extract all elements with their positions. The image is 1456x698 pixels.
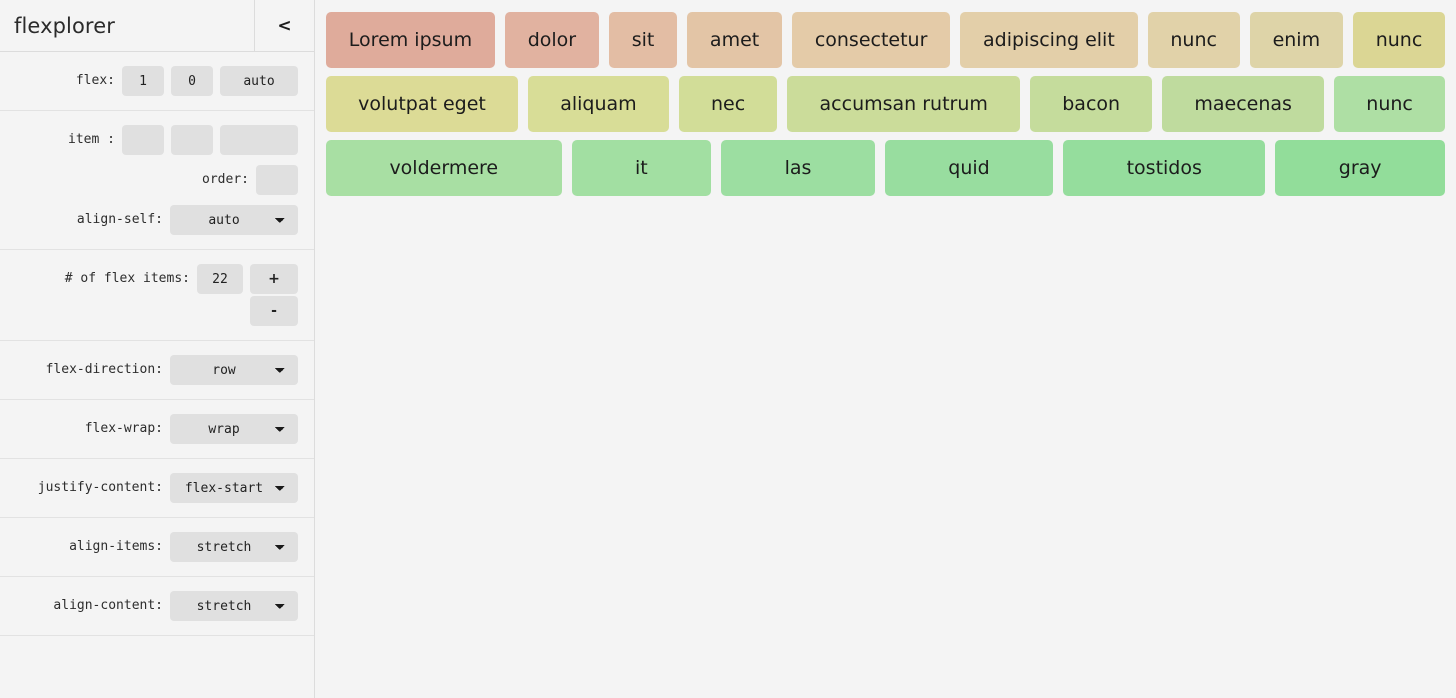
flex-label: flex: xyxy=(75,73,115,88)
flex-item[interactable]: sit xyxy=(608,12,678,68)
flex-item[interactable]: volutpat eget xyxy=(326,76,519,132)
flex-item[interactable]: amet xyxy=(687,12,783,68)
item-count-label: # of flex items: xyxy=(64,271,190,286)
flex-item[interactable]: dolor xyxy=(504,12,599,68)
flex-item[interactable]: adipiscing elit xyxy=(960,12,1138,68)
section-flex-direction: flex-direction: row xyxy=(0,341,314,400)
flex-wrap-row: flex-wrap: wrap xyxy=(0,409,298,449)
item-count-row: # of flex items: + - xyxy=(0,259,298,331)
flex-item[interactable]: enim xyxy=(1249,12,1343,68)
align-self-label: align-self: xyxy=(76,212,163,227)
flex-wrap-label: flex-wrap: xyxy=(84,421,163,436)
flex-item[interactable]: accumsan rutrum xyxy=(787,76,1021,132)
justify-content-label: justify-content: xyxy=(37,480,163,495)
section-justify-content: justify-content: flex-start xyxy=(0,459,314,518)
section-item-count: # of flex items: + - xyxy=(0,250,314,341)
section-flex-shorthand: flex: xyxy=(0,52,314,111)
flex-direction-row: flex-direction: row xyxy=(0,350,298,390)
flex-item[interactable]: consectetur xyxy=(792,12,951,68)
flex-item[interactable]: las xyxy=(721,140,875,196)
control-sidebar: flexplorer < flex: item : order: xyxy=(0,0,315,698)
flex-item[interactable]: aliquam xyxy=(528,76,669,132)
page-title: flexplorer xyxy=(14,13,115,38)
item-order-row: order: xyxy=(0,160,298,200)
section-align-items: align-items: stretch xyxy=(0,518,314,577)
item-count-input[interactable] xyxy=(197,264,243,294)
flex-item[interactable]: voldermere xyxy=(326,140,562,196)
item-label: item : xyxy=(68,132,115,147)
flex-wrap-select[interactable]: wrap xyxy=(170,414,298,444)
flex-direction-label: flex-direction: xyxy=(45,362,163,377)
increment-button[interactable]: + xyxy=(250,264,298,294)
align-content-select[interactable]: stretch xyxy=(170,591,298,621)
flex-item[interactable]: it xyxy=(571,140,712,196)
decrement-button[interactable]: - xyxy=(250,296,298,326)
justify-content-select[interactable]: flex-start xyxy=(170,473,298,503)
item-field-3-input[interactable] xyxy=(220,125,298,155)
item-align-self-row: align-self: auto xyxy=(0,200,298,240)
section-item: item : order: align-self: auto xyxy=(0,111,314,250)
justify-content-row: justify-content: flex-start xyxy=(0,468,298,508)
align-items-label: align-items: xyxy=(69,539,163,554)
sidebar-header: flexplorer < xyxy=(0,0,314,52)
section-align-content: align-content: stretch xyxy=(0,577,314,636)
flex-shorthand-row: flex: xyxy=(0,61,298,101)
flex-item[interactable]: nunc xyxy=(1147,12,1240,68)
order-label: order: xyxy=(202,172,249,187)
flex-basis-input[interactable] xyxy=(220,66,298,96)
flex-item[interactable]: quid xyxy=(884,140,1054,196)
flex-item[interactable]: gray xyxy=(1275,140,1445,196)
item-count-stepper: + - xyxy=(250,264,298,326)
align-items-row: align-items: stretch xyxy=(0,527,298,567)
item-field-1-input[interactable] xyxy=(122,125,164,155)
align-content-label: align-content: xyxy=(53,598,163,613)
flex-item[interactable]: nec xyxy=(678,76,778,132)
flex-item[interactable]: maecenas xyxy=(1162,76,1325,132)
flex-item[interactable]: nunc xyxy=(1334,76,1446,132)
section-flex-wrap: flex-wrap: wrap xyxy=(0,400,314,459)
item-field-2-input[interactable] xyxy=(171,125,213,155)
chevron-left-icon[interactable]: < xyxy=(254,0,314,52)
item-fields-row: item : xyxy=(0,120,298,160)
flex-item[interactable]: bacon xyxy=(1030,76,1153,132)
flex-item[interactable]: nunc xyxy=(1352,12,1446,68)
flex-direction-select[interactable]: row xyxy=(170,355,298,385)
flex-shrink-input[interactable] xyxy=(171,66,213,96)
align-items-select[interactable]: stretch xyxy=(170,532,298,562)
align-self-select[interactable]: auto xyxy=(170,205,298,235)
flex-item[interactable]: tostidos xyxy=(1063,140,1266,196)
order-input[interactable] xyxy=(256,165,298,195)
align-content-row: align-content: stretch xyxy=(0,586,298,626)
flex-item[interactable]: Lorem ipsum xyxy=(326,12,495,68)
flex-grow-input[interactable] xyxy=(122,66,164,96)
